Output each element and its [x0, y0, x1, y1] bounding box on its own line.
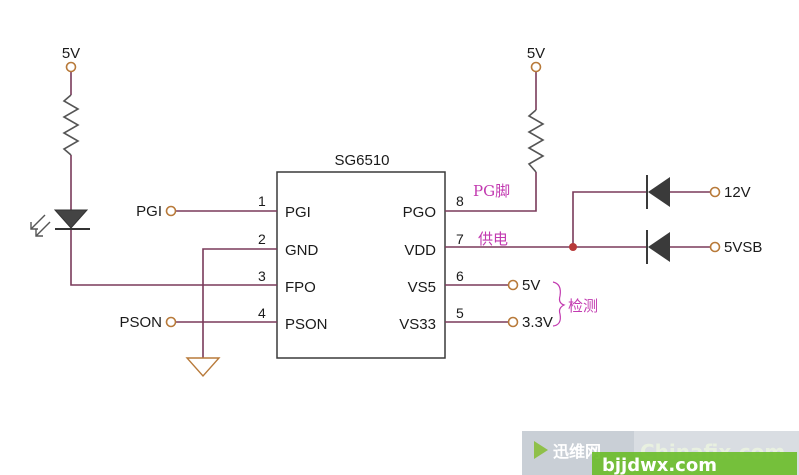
net-label-5vsb: 5VSB [724, 239, 762, 256]
pin-number-2: 2 [258, 231, 266, 247]
terminal-vs33 [507, 316, 519, 328]
led-triangle [53, 209, 89, 229]
wires [70, 72, 710, 358]
led-arrowhead-2 [30, 222, 38, 230]
wire-gnd [202, 248, 277, 358]
net-label-12v: 12V [724, 184, 751, 201]
wire-fpo [70, 230, 277, 286]
watermark-url-bg [592, 452, 797, 475]
chip-pin-label-gnd: GND [285, 242, 319, 259]
annotation-pg-pin: PG脚 [473, 182, 510, 200]
chip-body [276, 171, 446, 359]
pin-number-8: 8 [456, 193, 464, 209]
resistor-left [62, 94, 80, 156]
pin-number-5: 5 [456, 305, 464, 321]
terminal-vs5 [507, 279, 519, 291]
terminal-pson [165, 316, 177, 328]
terminal-5vsb [709, 241, 721, 253]
terminal-12v [709, 186, 721, 198]
net-label-pson: PSON [119, 314, 162, 331]
diode-12v-triangle [648, 177, 670, 207]
chip-pin-label-vs33: VS33 [399, 316, 436, 333]
chip-pin-label-vdd: VDD [404, 242, 436, 259]
chip-pin-label-fpo: FPO [285, 279, 316, 296]
wire-12v-branch [572, 191, 648, 247]
diode-5vsb-triangle [648, 232, 670, 262]
opto-led [30, 209, 90, 237]
terminal-right-5v [530, 61, 542, 73]
terminal-left-5v [65, 61, 77, 73]
net-label-vs33-out: 3.3V [522, 314, 553, 331]
chip-pin-label-pson: PSON [285, 316, 328, 333]
watermark-logo-icon [534, 441, 548, 459]
pin-number-6: 6 [456, 268, 464, 284]
net-label-vs5-out: 5V [522, 277, 540, 294]
chip-pin-label-vs5: VS5 [408, 279, 436, 296]
chip-pin-label-pgi: PGI [285, 204, 311, 221]
pin-number-4: 4 [258, 305, 266, 321]
led-arrow-2 [30, 214, 46, 230]
pin-number-3: 3 [258, 268, 266, 284]
watermark-site-cn: 迅维网 [553, 442, 601, 461]
chip-pin-label-pgo: PGO [403, 204, 436, 221]
pin-number-1: 1 [258, 193, 266, 209]
diode-12v [646, 175, 670, 209]
net-label-pgi: PGI [136, 203, 162, 220]
watermark: 迅维网 Chinafix.com bjjdwx.com [522, 431, 799, 475]
resistor-right [527, 109, 545, 173]
terminal-pgi [165, 205, 177, 217]
net-label-left-5v: 5V [62, 45, 80, 62]
junction-node [569, 243, 577, 251]
annotation-brace [552, 281, 566, 327]
net-label-right-5v: 5V [527, 45, 545, 62]
watermark-url: bjjdwx.com [602, 455, 717, 475]
wire-pgo [445, 172, 537, 212]
annotation-detect: 检测 [568, 297, 598, 315]
pin-number-7: 7 [456, 231, 464, 247]
diode-5vsb [646, 230, 670, 264]
led-arrowhead-1 [35, 229, 43, 237]
chip-name: SG6510 [334, 152, 389, 169]
ground-symbol [185, 357, 221, 378]
annotation-power-supply: 供电 [478, 230, 508, 248]
led-arrow-1 [35, 221, 51, 237]
